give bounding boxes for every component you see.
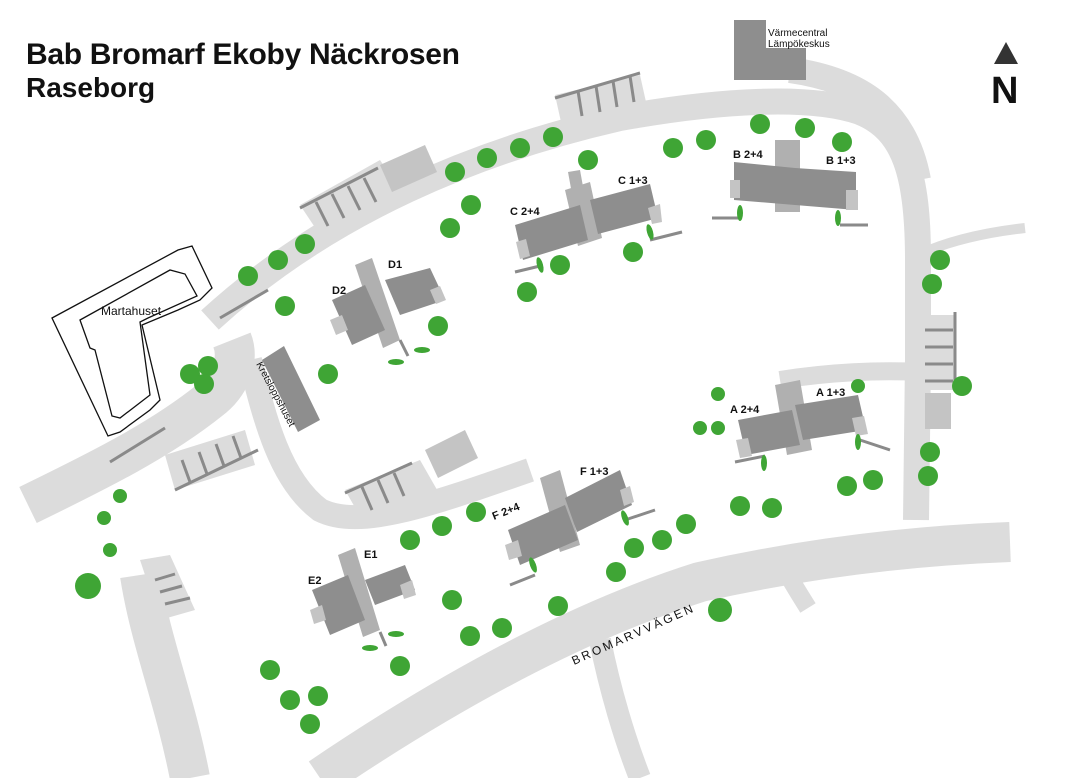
lampokeskus-label: Lämpökeskus: [768, 39, 830, 50]
unit-label-d1: D1: [388, 259, 402, 271]
north-arrow: N: [991, 42, 1018, 112]
main-loop-road: [201, 88, 931, 521]
unit-label-e2: E2: [308, 575, 321, 587]
inner-road: [238, 357, 534, 530]
building-d: D2 D1: [330, 258, 446, 357]
unit-label-a24: A 2+4: [730, 404, 760, 416]
building-a: A 2+4 A 1+3: [730, 380, 891, 464]
martahuset-label: Martahuset: [101, 304, 162, 318]
unit-label-e1: E1: [364, 549, 377, 561]
garage-north: [380, 145, 437, 192]
unit-label-c24: C 2+4: [510, 206, 541, 218]
west-road: [19, 332, 255, 523]
building-b: B 2+4 B 1+3: [712, 140, 868, 227]
north-arrow-icon: [994, 42, 1018, 64]
a-access-road: [778, 362, 919, 389]
parking-area-north-west: [300, 160, 400, 235]
north-label: N: [991, 70, 1018, 112]
unit-label-d2: D2: [332, 285, 346, 297]
building-c: C 2+4 C 1+3: [510, 170, 683, 274]
bromarvvagen-stub: [771, 555, 816, 613]
garage-center: [425, 430, 478, 478]
parking-stripes: [109, 71, 957, 606]
garage-east: [925, 393, 951, 429]
page-title: Bab Bromarf Ekoby Näckrosen: [26, 38, 460, 71]
heating-road: [788, 57, 931, 183]
building-f: F 2+4 F 1+3: [491, 466, 656, 587]
bromarvvagen-road: [308, 522, 1011, 778]
unit-label-f24: F 2+4: [491, 501, 523, 523]
parking-area-southwest: [140, 555, 195, 620]
bromarvvagen-spur: [589, 637, 651, 778]
varmecentral: Värmecentral Lämpökeskus: [734, 20, 830, 80]
unit-label-b13: B 1+3: [826, 155, 856, 167]
east-branch-road: [915, 223, 1026, 260]
unit-label-b24: B 2+4: [733, 149, 764, 161]
unit-label-a13: A 1+3: [816, 387, 845, 399]
building-e: E2 E1: [308, 548, 416, 647]
page-subtitle: Raseborg: [26, 72, 156, 103]
southwest-spur: [120, 571, 210, 778]
unit-label-f13: F 1+3: [580, 466, 608, 478]
varmecentral-label: Värmecentral: [768, 28, 827, 39]
martahuset: Martahuset: [51, 245, 213, 437]
unit-label-c13: C 1+3: [618, 175, 648, 187]
parking-area-center: [345, 460, 440, 525]
roads: [19, 57, 1026, 778]
trees: [75, 114, 972, 734]
parking-area-east: [920, 315, 955, 390]
